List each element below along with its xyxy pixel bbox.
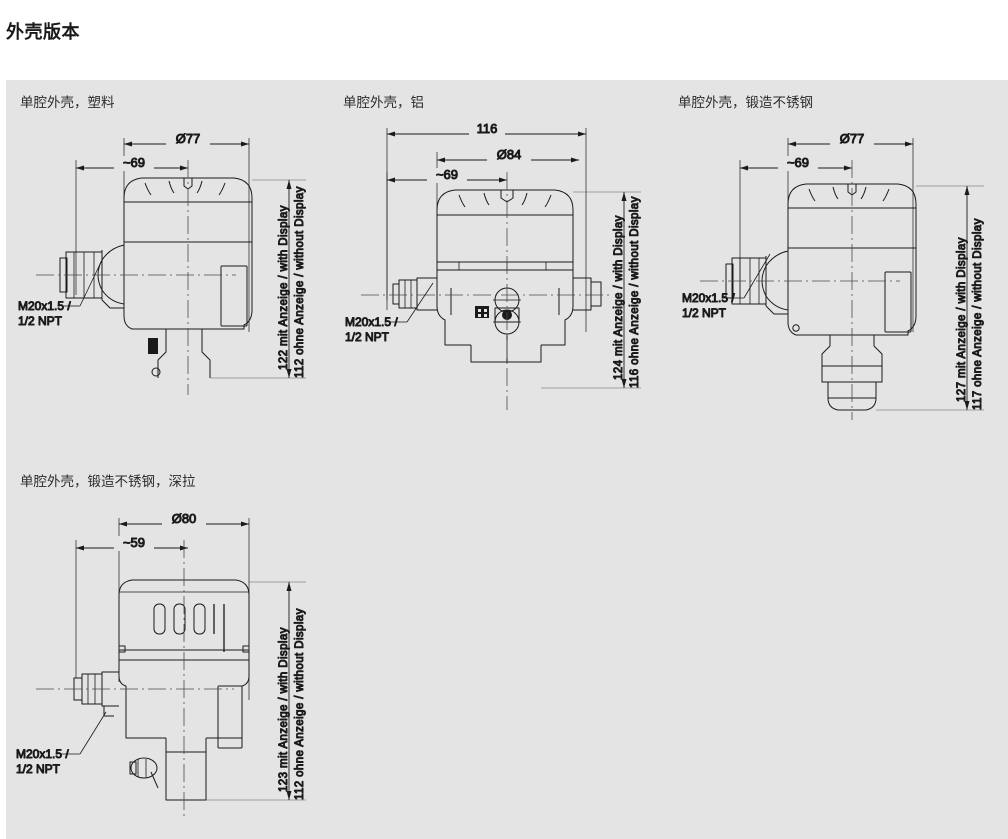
figure-housing-aluminium: 116 Ø84 ~69 — [341, 110, 671, 465]
thread-label-line2: 1/2 NPT — [18, 314, 63, 328]
dimension-offset: ~69 — [436, 167, 458, 182]
figure-housing-stainless-deepdrawn: Ø80 ~59 — [6, 500, 336, 839]
dimension-outer-diameter: Ø77 — [840, 131, 865, 146]
content-panel: 单腔外壳，塑料 单腔外壳，铝 单腔外壳，锻造不锈钢 单腔外壳，锻造不锈钢，深拉 … — [6, 80, 1008, 839]
dimension-height-without-display: 112 ohne Anzeige / without Display — [294, 608, 306, 800]
figure-caption-housing-aluminium: 单腔外壳，铝 — [343, 95, 424, 110]
thread-label-line1: M20x1.5 / — [16, 747, 69, 761]
figure-caption-housing-stainless-forged: 单腔外壳，锻造不锈钢 — [678, 95, 813, 110]
dimension-height-with-display: 122 mit Anzeige / with Display — [278, 205, 290, 370]
thread-label-line2: 1/2 NPT — [16, 762, 61, 776]
thread-label-line2: 1/2 NPT — [682, 306, 727, 320]
dimension-offset: ~69 — [123, 155, 145, 170]
dimension-offset: ~59 — [123, 535, 145, 550]
figure-housing-stainless-forged: Ø77 ~69 — [678, 120, 1008, 465]
dimension-height-without-display: 117 ohne Anzeige / without Display — [972, 218, 984, 410]
thread-label-line1: M20x1.5 / — [682, 291, 735, 305]
thread-label-line2: 1/2 NPT — [345, 330, 390, 344]
page-title: 外壳版本 — [6, 22, 80, 42]
dimension-height-without-display: 112 ohne Anzeige / without Display — [294, 186, 306, 378]
dimension-outer-diameter: Ø80 — [172, 511, 197, 526]
thread-label-line1: M20x1.5 / — [18, 299, 71, 313]
dimension-height-without-display: 116 ohne Anzeige / without Display — [629, 196, 641, 388]
figure-caption-housing-stainless-deepdrawn: 单腔外壳，锻造不锈钢，深拉 — [20, 474, 196, 489]
dimension-height-with-display: 123 mit Anzeige / with Display — [278, 627, 290, 792]
figure-caption-housing-plastic: 单腔外壳，塑料 — [20, 95, 115, 110]
dimension-overall-width: 116 — [477, 121, 498, 136]
dimension-height-with-display: 124 mit Anzeige / with Display — [613, 215, 625, 380]
dimension-outer-diameter: Ø77 — [176, 131, 201, 146]
thread-label-line1: M20x1.5 / — [345, 315, 398, 329]
dimension-offset: ~69 — [787, 155, 809, 170]
dimension-outer-diameter: Ø84 — [497, 147, 522, 162]
dimension-height-with-display: 127 mit Anzeige / with Display — [956, 237, 968, 402]
figure-housing-plastic: Ø77 ~69 — [6, 120, 336, 465]
